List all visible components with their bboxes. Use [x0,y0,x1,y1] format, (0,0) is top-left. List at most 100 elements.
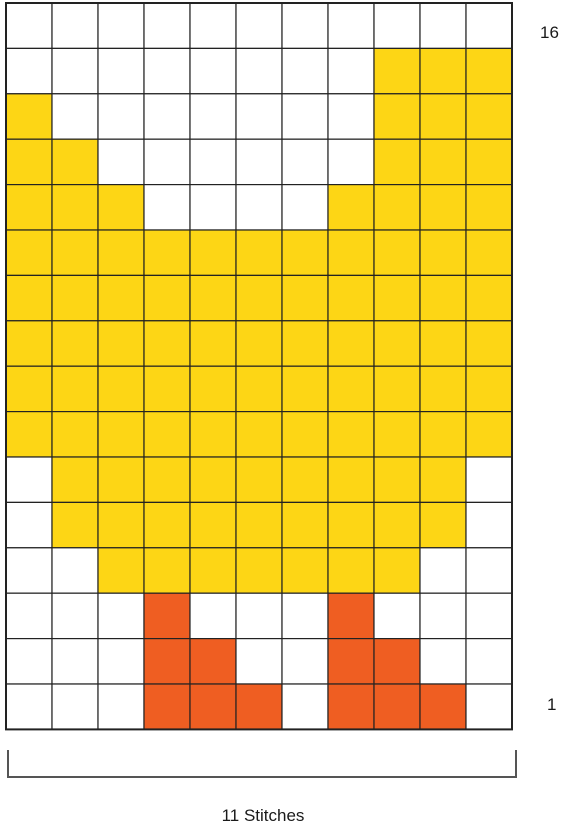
grid-cell-r13-c5-white [190,139,236,184]
grid-cell-r6-c8-yellow [328,457,374,502]
grid-cell-r15-c7-white [282,48,328,93]
grid-cell-r15-c6-white [236,48,282,93]
stitch-count-label: 11 Stitches [222,806,305,825]
grid-cell-r7-c2-yellow [52,412,98,457]
grid-cell-r3-c1-white [6,593,52,638]
grid-cell-r5-c1-white [6,502,52,547]
grid-cell-r3-c7-white [282,593,328,638]
grid-cell-r3-c5-white [190,593,236,638]
grid-cell-r5-c2-yellow [52,502,98,547]
grid-cell-r4-c4-yellow [144,548,190,593]
grid-cell-r13-c8-white [328,139,374,184]
grid-cell-r8-c4-yellow [144,366,190,411]
grid-cell-r3-c8-orange [328,593,374,638]
grid-cell-r8-c7-yellow [282,366,328,411]
grid-cell-r10-c4-yellow [144,275,190,320]
grid-cell-r3-c4-orange [144,593,190,638]
grid-cell-r11-c4-yellow [144,230,190,275]
grid-cell-r4-c5-yellow [190,548,236,593]
grid-cell-r9-c2-yellow [52,321,98,366]
grid-cell-r2-c6-white [236,639,282,684]
grid-cell-r13-c2-yellow [52,139,98,184]
grid-cell-r6-c7-yellow [282,457,328,502]
grid-cell-r3-c9-white [374,593,420,638]
grid-cell-r9-c10-yellow [420,321,466,366]
grid-cell-r4-c6-yellow [236,548,282,593]
grid-cell-r16-c2-white [52,3,98,48]
grid-cell-r8-c3-yellow [98,366,144,411]
grid-cell-r14-c7-white [282,94,328,139]
grid-cell-r2-c11-white [466,639,512,684]
row-label-top: 16 [540,23,559,42]
grid-cell-r4-c10-white [420,548,466,593]
grid-cell-r11-c6-yellow [236,230,282,275]
grid-cell-r4-c3-yellow [98,548,144,593]
grid-cell-r16-c9-white [374,3,420,48]
grid-cell-r4-c11-white [466,548,512,593]
grid-cell-r16-c11-white [466,3,512,48]
grid-cell-r6-c1-white [6,457,52,502]
grid-cell-r10-c8-yellow [328,275,374,320]
grid-cell-r8-c11-yellow [466,366,512,411]
grid-cell-r4-c9-yellow [374,548,420,593]
grid-cell-r15-c2-white [52,48,98,93]
grid-cell-r7-c11-yellow [466,412,512,457]
grid-cell-r9-c5-yellow [190,321,236,366]
grid-cell-r12-c11-yellow [466,185,512,230]
grid-cell-r15-c9-yellow [374,48,420,93]
grid-cell-r8-c2-yellow [52,366,98,411]
stitch-count-bracket [8,750,516,777]
grid-cell-r4-c7-yellow [282,548,328,593]
grid-cell-r3-c10-white [420,593,466,638]
grid-cell-r1-c11-white [466,684,512,729]
grid-cell-r5-c4-yellow [144,502,190,547]
grid-cell-r1-c4-orange [144,684,190,729]
grid-cell-r7-c5-yellow [190,412,236,457]
chart-grid [6,3,512,729]
grid-cell-r9-c6-yellow [236,321,282,366]
grid-cell-r9-c1-yellow [6,321,52,366]
grid-cell-r16-c8-white [328,3,374,48]
grid-cell-r10-c10-yellow [420,275,466,320]
grid-cell-r5-c6-yellow [236,502,282,547]
grid-cell-r12-c6-white [236,185,282,230]
grid-cell-r12-c8-yellow [328,185,374,230]
grid-cell-r6-c10-yellow [420,457,466,502]
grid-cell-r7-c9-yellow [374,412,420,457]
row-label-bottom: 1 [547,695,556,714]
grid-cell-r2-c9-orange [374,639,420,684]
grid-cell-r9-c9-yellow [374,321,420,366]
grid-cell-r11-c3-yellow [98,230,144,275]
grid-cell-r6-c5-yellow [190,457,236,502]
grid-cell-r13-c1-yellow [6,139,52,184]
grid-cell-r9-c7-yellow [282,321,328,366]
grid-cell-r9-c8-yellow [328,321,374,366]
grid-cell-r13-c7-white [282,139,328,184]
grid-cell-r11-c9-yellow [374,230,420,275]
grid-cell-r2-c5-orange [190,639,236,684]
grid-cell-r5-c5-yellow [190,502,236,547]
grid-cell-r13-c10-yellow [420,139,466,184]
grid-cell-r14-c10-yellow [420,94,466,139]
grid-cell-r13-c11-yellow [466,139,512,184]
grid-cell-r15-c10-yellow [420,48,466,93]
grid-cell-r2-c4-orange [144,639,190,684]
grid-cell-r6-c9-yellow [374,457,420,502]
grid-cell-r10-c5-yellow [190,275,236,320]
grid-cell-r8-c1-yellow [6,366,52,411]
grid-cell-r12-c3-yellow [98,185,144,230]
grid-cell-r4-c8-yellow [328,548,374,593]
grid-cell-r10-c3-yellow [98,275,144,320]
grid-cell-r11-c10-yellow [420,230,466,275]
grid-cell-r6-c4-yellow [144,457,190,502]
grid-cell-r12-c9-yellow [374,185,420,230]
grid-cell-r14-c2-white [52,94,98,139]
grid-cell-r2-c3-white [98,639,144,684]
grid-cell-r1-c1-white [6,684,52,729]
grid-cell-r13-c9-yellow [374,139,420,184]
grid-cell-r1-c3-white [98,684,144,729]
grid-cell-r10-c9-yellow [374,275,420,320]
grid-cell-r8-c8-yellow [328,366,374,411]
grid-cell-r16-c3-white [98,3,144,48]
